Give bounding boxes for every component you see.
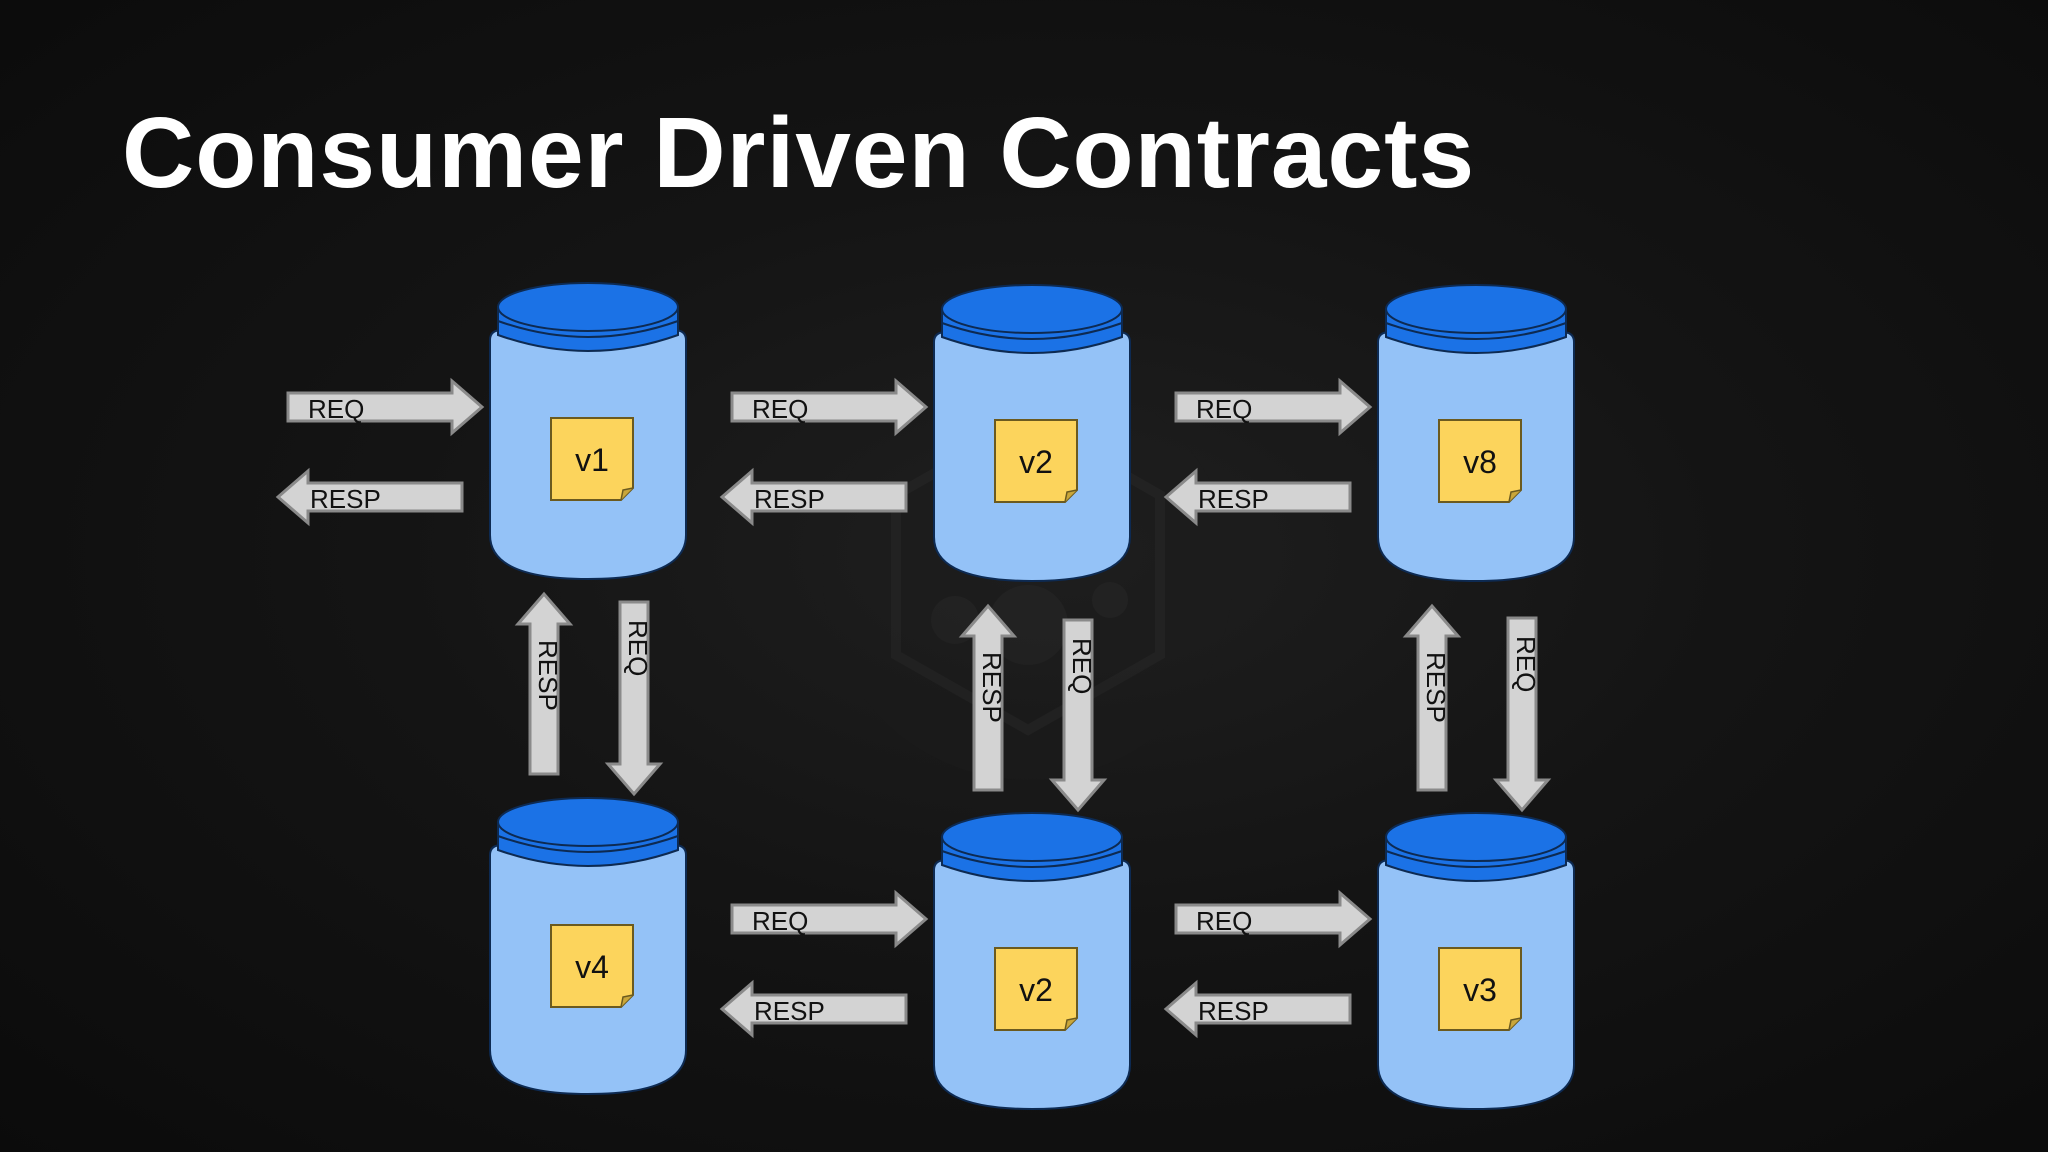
service-version-label: v2 — [1019, 972, 1053, 1008]
jar-lid-rim — [1385, 322, 1567, 340]
arrow-s6-s5-resp: RESP — [1163, 979, 1352, 1039]
arrow-label: RESP — [754, 996, 825, 1026]
service-version-label: v8 — [1463, 444, 1497, 480]
arrow-label: REQ — [308, 394, 364, 424]
arrow-s5-s4-resp: RESP — [719, 979, 908, 1039]
jar-lid-top — [1385, 812, 1567, 862]
service-jar-s6: v3 — [1377, 812, 1575, 1111]
jar-lid-rim — [497, 835, 679, 853]
arrow-shape — [275, 467, 464, 527]
arrow-label: REQ — [1196, 394, 1252, 424]
jar-lid-top — [497, 797, 679, 847]
arrow-shape — [1174, 377, 1373, 437]
arrow-label: RESP — [1421, 652, 1451, 723]
service-version-label: v4 — [575, 949, 609, 985]
version-note-fold — [1508, 1017, 1522, 1031]
jar-lid-rim — [941, 850, 1123, 868]
arrow-s3-s6-req: REQ — [1492, 616, 1552, 813]
arrow-s1-s2-req: REQ — [730, 377, 929, 437]
slide-title: Consumer Driven Contracts — [122, 97, 1476, 209]
arrow-s4-s1-resp: RESP — [514, 591, 574, 776]
arrow-s2-s1-resp: RESP — [719, 467, 908, 527]
version-note-fold — [620, 994, 634, 1008]
arrow-s5-s2-resp: RESP — [958, 603, 1018, 792]
jar-lid-top — [1385, 284, 1567, 334]
arrow-s4-s5-req: REQ — [730, 889, 929, 949]
arrow-label: RESP — [1198, 484, 1269, 514]
arrow-shape — [719, 979, 908, 1039]
jar-lid-rim — [497, 320, 679, 338]
arrow-shape — [514, 591, 574, 776]
service-version-label: v2 — [1019, 444, 1053, 480]
jars-layer: v1 v2 v8 v4 v2 v3 — [489, 282, 1575, 1111]
arrow-s3-s2-resp: RESP — [1163, 467, 1352, 527]
arrow-s5-s6-req: REQ — [1174, 889, 1373, 949]
arrow-shape — [604, 600, 664, 797]
arrow-label: REQ — [752, 394, 808, 424]
service-jar-s2: v2 — [933, 284, 1131, 583]
arrow-label: REQ — [1511, 636, 1541, 692]
service-version-label: v1 — [575, 442, 609, 478]
arrow-shape — [1492, 616, 1552, 813]
service-jar-s3: v8 — [1377, 284, 1575, 583]
arrow-label: RESP — [977, 652, 1007, 723]
jar-lid-top — [941, 812, 1123, 862]
arrow-s6-s3-resp: RESP — [1402, 603, 1462, 792]
arrow-shape — [1048, 618, 1108, 813]
arrow-label: RESP — [754, 484, 825, 514]
arrow-external-resp: RESP — [275, 467, 464, 527]
arrow-shape — [958, 603, 1018, 792]
service-jar-s1: v1 — [489, 282, 687, 581]
arrow-s2-s5-req: REQ — [1048, 618, 1108, 813]
arrow-shape — [1163, 979, 1352, 1039]
jar-lid-rim — [941, 322, 1123, 340]
version-note-fold — [1064, 489, 1078, 503]
service-jar-s5: v2 — [933, 812, 1131, 1111]
arrow-shape — [719, 467, 908, 527]
jar-lid-rim — [1385, 850, 1567, 868]
arrow-shape — [730, 889, 929, 949]
arrow-shape — [286, 377, 485, 437]
arrow-label: RESP — [310, 484, 381, 514]
version-note-fold — [1064, 1017, 1078, 1031]
arrow-label: REQ — [1067, 638, 1097, 694]
arrow-shape — [1402, 603, 1462, 792]
arrow-s1-s4-req: REQ — [604, 600, 664, 797]
jar-lid-top — [941, 284, 1123, 334]
arrow-label: RESP — [533, 640, 563, 711]
arrow-shape — [1174, 889, 1373, 949]
arrow-label: REQ — [623, 620, 653, 676]
jar-lid-top — [497, 282, 679, 332]
arrow-external-req: REQ — [286, 377, 485, 437]
arrows-layer: REQ RESP REQ RESP REQ RESP REQ RESP REQ RESP REQ RE… — [275, 377, 1552, 1039]
service-jar-s4: v4 — [489, 797, 687, 1096]
version-note-fold — [1508, 489, 1522, 503]
arrow-shape — [1163, 467, 1352, 527]
arrow-shape — [730, 377, 929, 437]
arrow-s2-s3-req: REQ — [1174, 377, 1373, 437]
arrow-label: REQ — [1196, 906, 1252, 936]
version-note-fold — [620, 487, 634, 501]
arrow-label: RESP — [1198, 996, 1269, 1026]
service-version-label: v3 — [1463, 972, 1497, 1008]
arrow-label: REQ — [752, 906, 808, 936]
